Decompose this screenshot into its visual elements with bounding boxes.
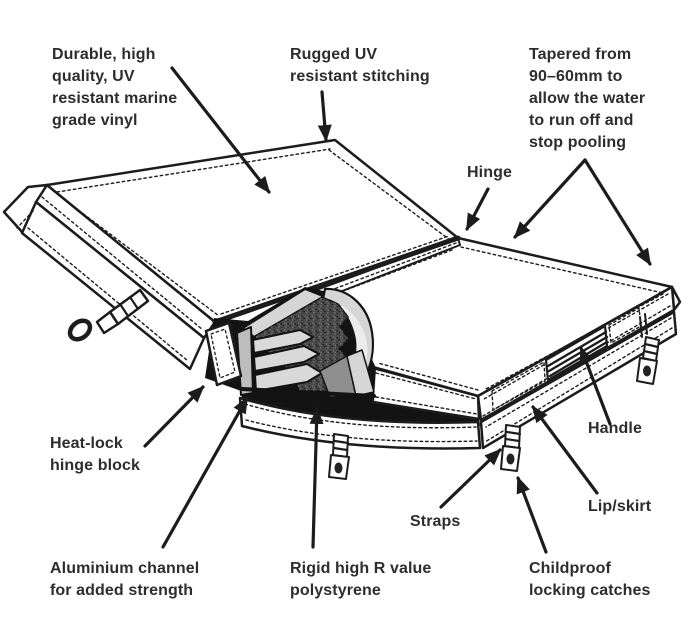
label-childproof-catches: Childproof locking catches [529, 560, 651, 599]
buckle-ring [67, 318, 93, 342]
lip-stitching [244, 317, 673, 443]
channel-slat [252, 329, 314, 354]
cut-bottom-edge [240, 387, 376, 398]
left-panel-stitching [16, 148, 451, 362]
handle-bars [546, 330, 609, 378]
label-straps: Straps [410, 513, 461, 530]
heat-lock-hinge-block [204, 321, 243, 387]
leader-arrow-vinyl [170, 66, 271, 194]
cut-left-wall [236, 326, 254, 396]
label-marine-grade-vinyl: Durable, high quality, UV resistant mari… [52, 46, 178, 129]
catch-slot [643, 365, 651, 377]
leader-arrow-tapered-right [583, 158, 652, 266]
strap-front-left [328, 433, 350, 480]
leader-arrow-handle [579, 346, 612, 426]
catch-slot [334, 462, 343, 474]
channel-slat [253, 345, 320, 372]
leader-arrow-tapered-left [513, 158, 587, 239]
left-panel-skirt [20, 200, 206, 371]
leader-arrow-straps [439, 448, 502, 509]
leader-arrow-polystyrene [309, 407, 324, 549]
label-lip-skirt: Lip/skirt [588, 498, 652, 515]
leader-arrow-heat-lock [143, 385, 205, 448]
label-handle: Handle [588, 420, 642, 437]
catch-slot [506, 453, 515, 465]
strap-buckle-left [67, 288, 150, 342]
leader-arrows [143, 66, 652, 554]
heat-lock-block-stitching [210, 328, 236, 379]
stitched-patch-right [608, 307, 642, 344]
label-hinge: Hinge [467, 164, 512, 181]
straps-and-catches [328, 336, 660, 480]
leader-arrow-hinge [465, 187, 490, 231]
strap-right-side [636, 336, 660, 385]
label-heat-lock-hinge-block: Heat-lock hinge block [50, 435, 140, 474]
cut-right-band [346, 349, 375, 397]
left-panel [2, 138, 460, 371]
fold-edge [212, 235, 461, 325]
leader-arrow-childproof [516, 476, 548, 554]
stitched-patch-left [491, 361, 546, 411]
handle-area [491, 307, 642, 411]
aluminium-channels [252, 329, 323, 392]
leader-arrow-stitching [317, 90, 332, 142]
label-aluminium-channel: Aluminium channel for added strength [50, 560, 200, 599]
label-polystyrene: Rigid high R value polystyrene [290, 560, 432, 599]
label-uv-stitching: Rugged UV resistant stitching [290, 46, 430, 85]
strap-front-center [500, 424, 522, 472]
leader-arrow-aluminium [161, 396, 249, 549]
label-tapered: Tapered from 90–60mm to allow the water … [529, 46, 646, 151]
cutaway-cross-section [204, 287, 376, 398]
leader-arrow-lip-skirt [531, 405, 599, 495]
front-shadow [241, 388, 480, 433]
